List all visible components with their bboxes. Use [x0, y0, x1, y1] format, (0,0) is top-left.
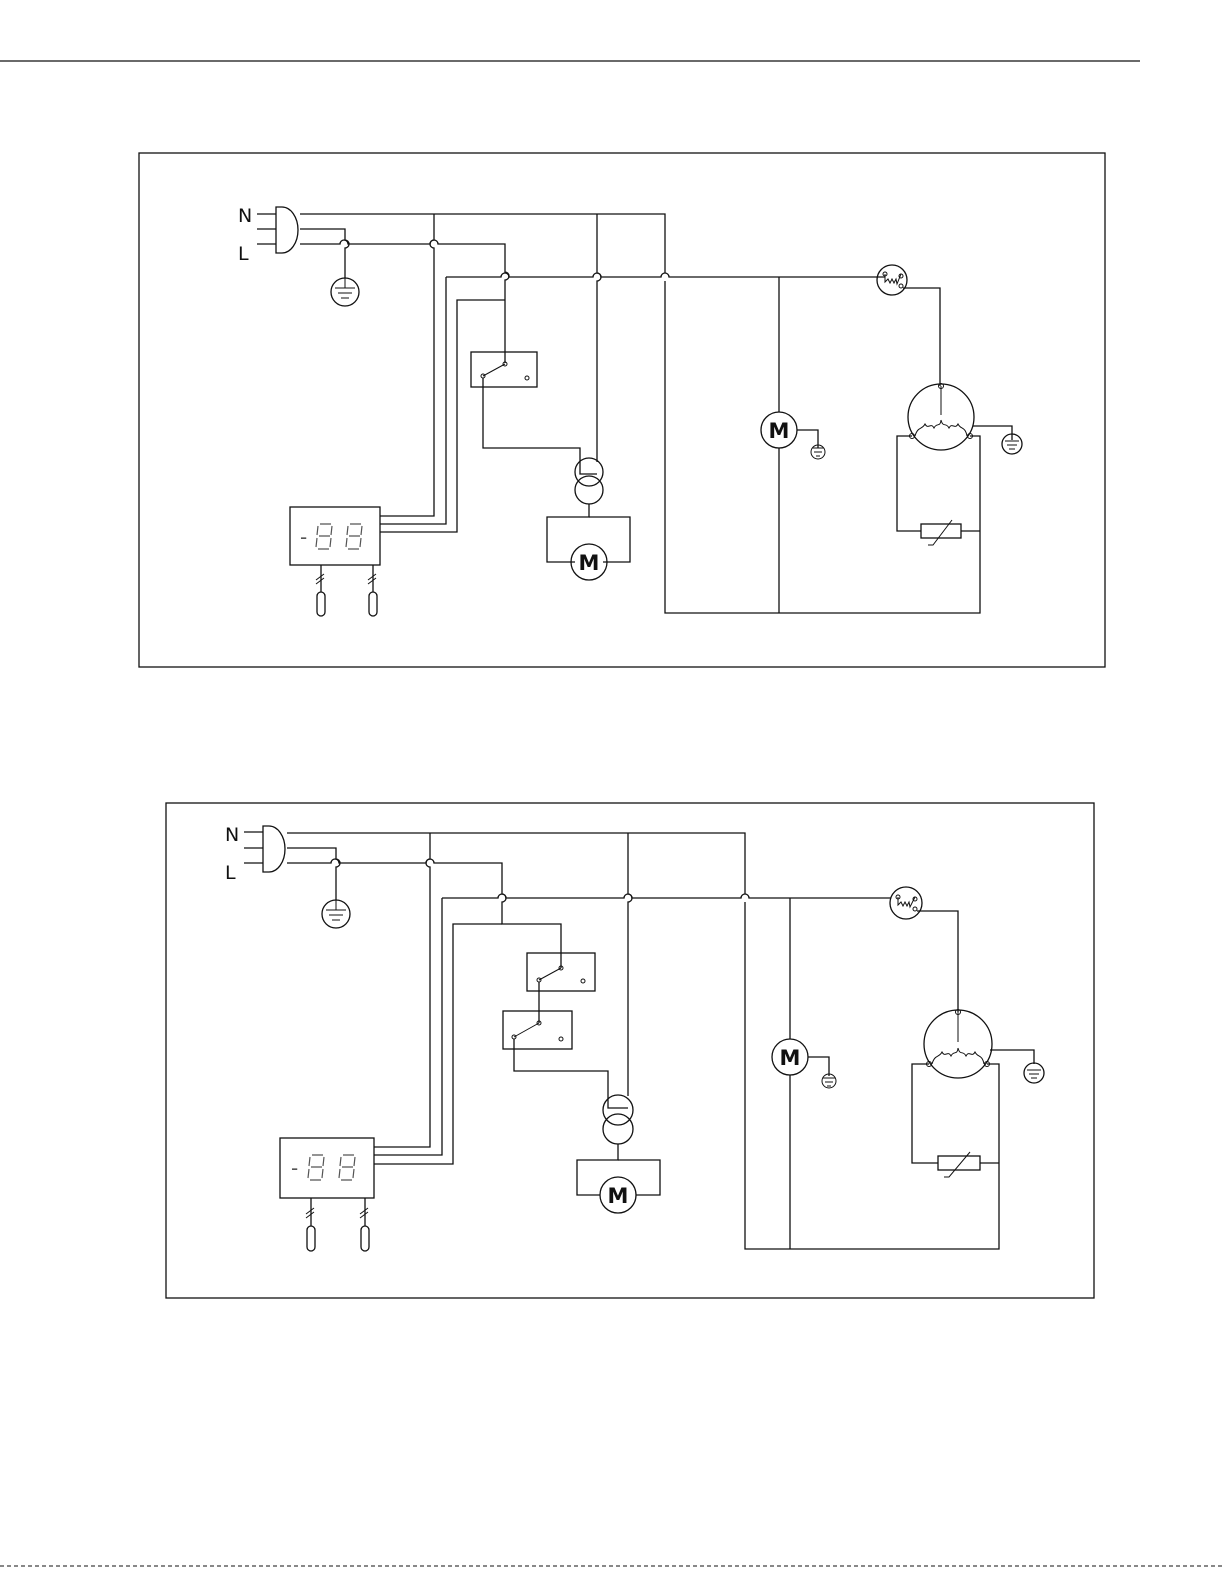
- evaporator-fan-motor: M: [571, 544, 607, 580]
- evaporator-fan-motor: M: [600, 1177, 636, 1213]
- seven-segment-digit: [308, 1155, 324, 1180]
- motor-label: M: [608, 1184, 629, 1208]
- earth-ground-symbol: [322, 900, 350, 928]
- motor-label: M: [780, 1046, 801, 1070]
- display-minus: -: [291, 1156, 298, 1180]
- temperature-probe: [369, 592, 377, 616]
- motor-label: M: [579, 551, 600, 575]
- ptc-starter: [921, 520, 980, 545]
- wiring-diagram-1: N L: [139, 153, 1105, 667]
- live-label: L: [225, 862, 236, 884]
- temperature-probe: [317, 592, 325, 616]
- earth-ground-symbol: [331, 278, 359, 306]
- condenser-fan-motor: M: [761, 412, 825, 459]
- power-plug: N L: [238, 205, 298, 265]
- display-minus: -: [300, 525, 307, 549]
- relay-2: [503, 1011, 628, 1108]
- seven-segment-digit: [316, 524, 332, 549]
- temperature-controller-display: -: [280, 1138, 374, 1251]
- condenser-fan-motor: M: [772, 1039, 836, 1088]
- neutral-label: N: [238, 205, 252, 227]
- relay-1: [471, 352, 597, 474]
- live-label: L: [238, 243, 249, 265]
- diagram-2-frame: [166, 803, 1094, 1298]
- ptc-starter: [938, 1152, 999, 1177]
- neutral-label: N: [225, 824, 239, 846]
- temperature-controller-display: -: [290, 507, 380, 616]
- seven-segment-digit: [346, 524, 362, 549]
- overload-protector: [877, 265, 940, 386]
- seven-segment-digit: [339, 1155, 355, 1180]
- wiring-diagram-2: N L: [166, 803, 1094, 1298]
- compressor: [912, 1010, 1044, 1164]
- diagram-1-frame: [139, 153, 1105, 667]
- compressor: [897, 384, 1022, 532]
- temperature-probe: [361, 1226, 369, 1251]
- overload-protector: [890, 887, 958, 1012]
- temperature-probe: [307, 1226, 315, 1251]
- power-plug: N L: [225, 824, 285, 884]
- motor-label: M: [769, 419, 790, 443]
- fan-transformer: [577, 1095, 660, 1195]
